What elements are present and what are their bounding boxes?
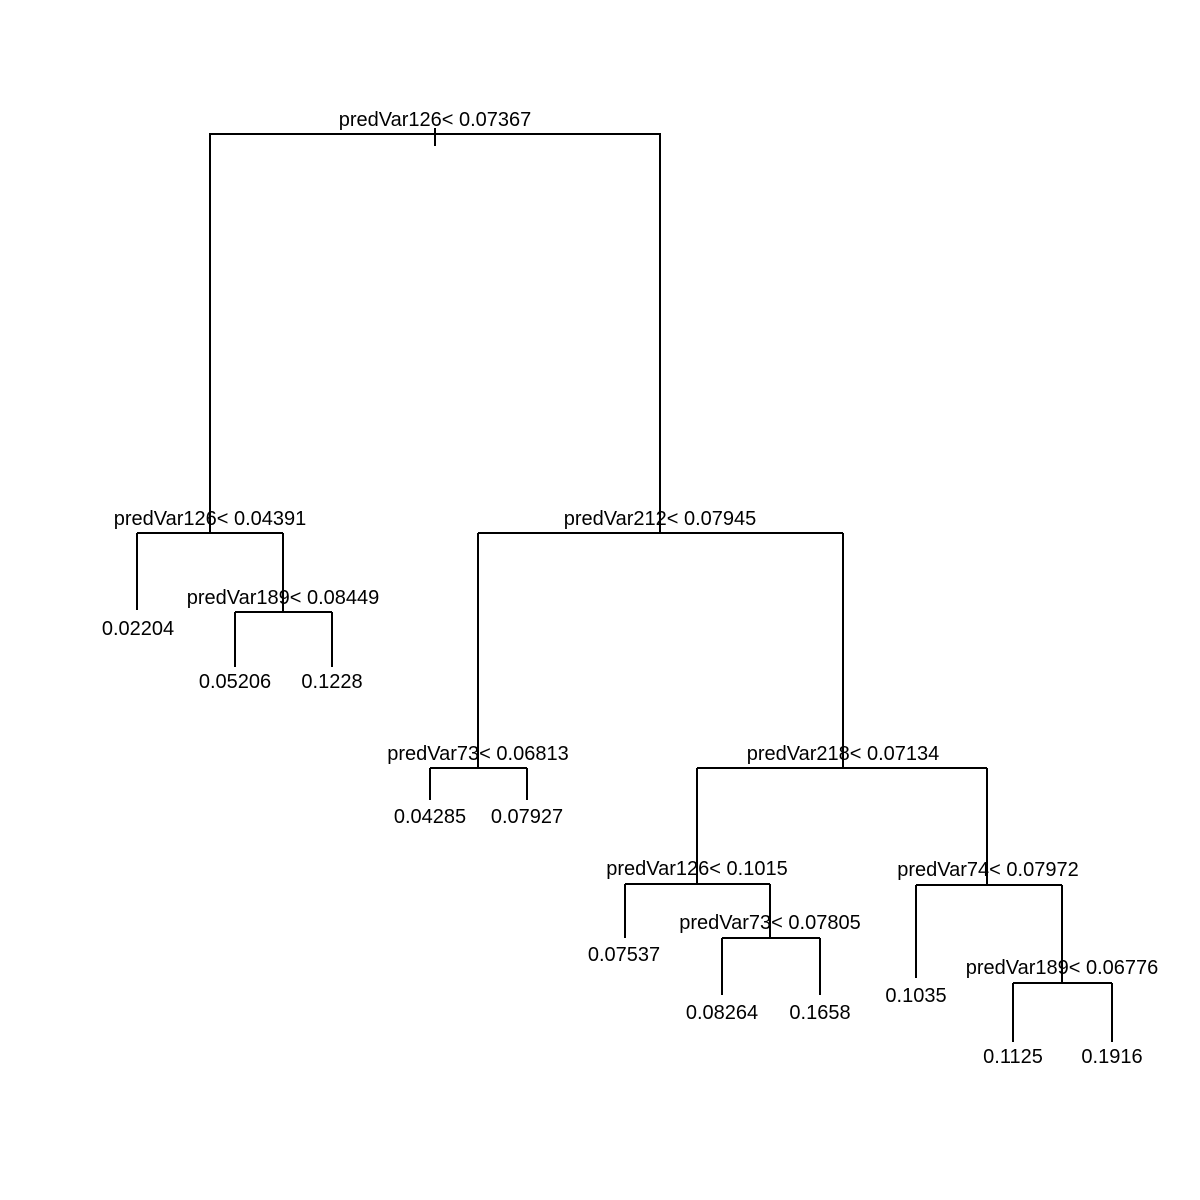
leaf-label-node59: 0.1658: [789, 1002, 850, 1024]
leaf-label-node10: 0.05206: [199, 671, 271, 693]
leaf-label-node28: 0.07537: [588, 944, 660, 966]
leaf-label-node12: 0.04285: [394, 806, 466, 828]
leaf-label-node30: 0.1035: [885, 985, 946, 1007]
leaf-label-node58: 0.08264: [686, 1002, 758, 1024]
tree-branches: [136, 128, 1113, 1042]
tree-labels: predVar126< 0.07367 predVar126< 0.04391 …: [102, 109, 1158, 1068]
leaf-label-node13: 0.07927: [491, 806, 563, 828]
split-label-node6: predVar73< 0.06813: [387, 743, 568, 765]
split-label-node15: predVar74< 0.07972: [897, 859, 1078, 881]
leaf-label-node63: 0.1916: [1081, 1046, 1142, 1068]
leaf-label-node4: 0.02204: [102, 618, 174, 640]
leaf-label-node11: 0.1228: [301, 671, 362, 693]
split-label-node2: predVar126< 0.04391: [114, 508, 307, 530]
split-label-node7: predVar218< 0.07134: [747, 743, 940, 765]
split-label-node14: predVar126< 0.1015: [606, 858, 787, 880]
split-label-node3: predVar212< 0.07945: [564, 508, 757, 530]
leaf-label-node62: 0.1125: [983, 1046, 1043, 1068]
split-label-node31: predVar189< 0.06776: [966, 957, 1159, 979]
split-label-node1: predVar126< 0.07367: [339, 109, 532, 131]
split-label-node5: predVar189< 0.08449: [187, 587, 380, 609]
split-label-node29: predVar73< 0.07805: [679, 912, 860, 934]
